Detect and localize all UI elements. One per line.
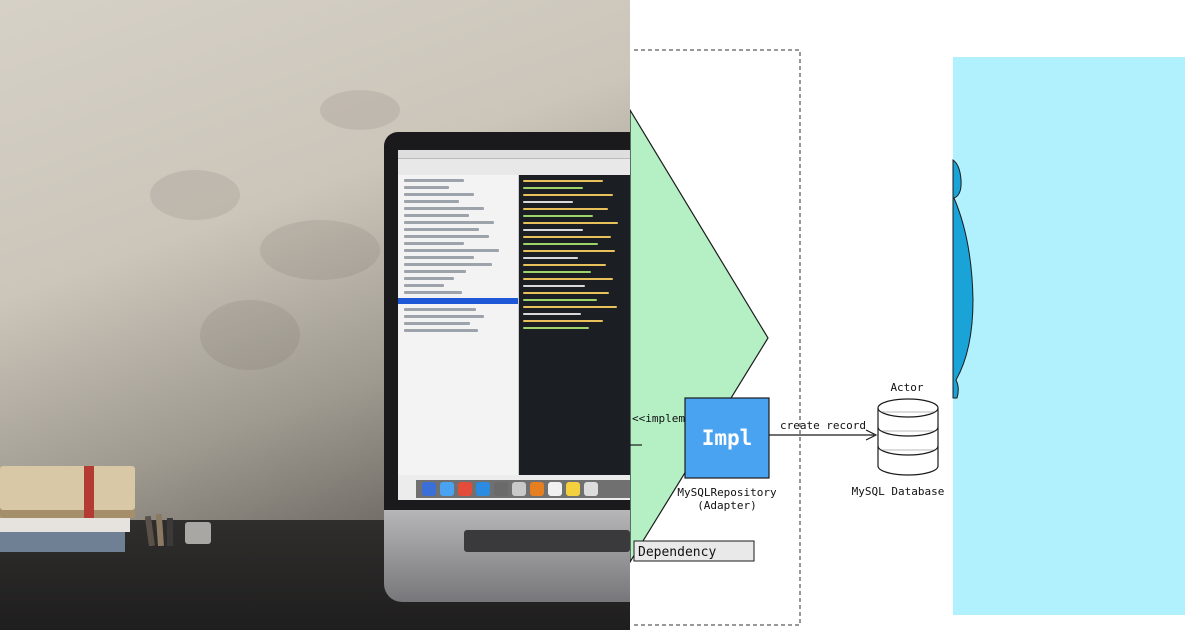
- editor-menubar: [398, 150, 630, 159]
- database-icon: [877, 398, 939, 476]
- laptop-base: [384, 510, 630, 602]
- actor-label: Actor: [890, 381, 923, 394]
- plant-shadow: [320, 90, 400, 130]
- dock: [416, 480, 630, 498]
- dependency-legend-box: [633, 540, 755, 562]
- plant-shadow: [150, 170, 240, 220]
- notebook: [0, 466, 135, 518]
- code-editor: [519, 175, 630, 475]
- book-stack: [0, 466, 135, 554]
- dependency-label: Dependency: [638, 545, 716, 560]
- laptop: [384, 132, 630, 602]
- selected-file: [398, 298, 518, 304]
- impl-box: [684, 397, 770, 479]
- laptop-lid: [384, 132, 630, 510]
- side-panel: [953, 57, 1185, 615]
- laptop-desk-photo: [0, 0, 630, 630]
- adapter-caption-subtitle: (Adapter): [697, 499, 757, 512]
- editor-toolbar: [398, 159, 630, 176]
- pens: [145, 513, 211, 546]
- keyboard: [464, 530, 630, 552]
- diagram-canvas: <<implement>> Impl MySQLRepository (Adap…: [629, 49, 1185, 626]
- file-tree: [398, 175, 519, 475]
- impl-label: Impl: [702, 426, 753, 450]
- plant-shadow: [260, 220, 380, 280]
- create-record-arrowhead: [865, 429, 878, 441]
- plant-shadow: [200, 300, 300, 370]
- notebook-strap: [84, 466, 94, 518]
- book: [0, 532, 125, 552]
- book: [0, 518, 130, 532]
- blob-shape: [952, 159, 974, 399]
- database-caption: MySQL Database: [852, 485, 945, 498]
- create-record-label: create record: [780, 419, 866, 432]
- laptop-screen: [398, 150, 630, 500]
- architecture-diagram: <<implement>> Impl MySQLRepository (Adap…: [629, 0, 1200, 630]
- adapter-caption: MySQLRepository: [677, 486, 777, 499]
